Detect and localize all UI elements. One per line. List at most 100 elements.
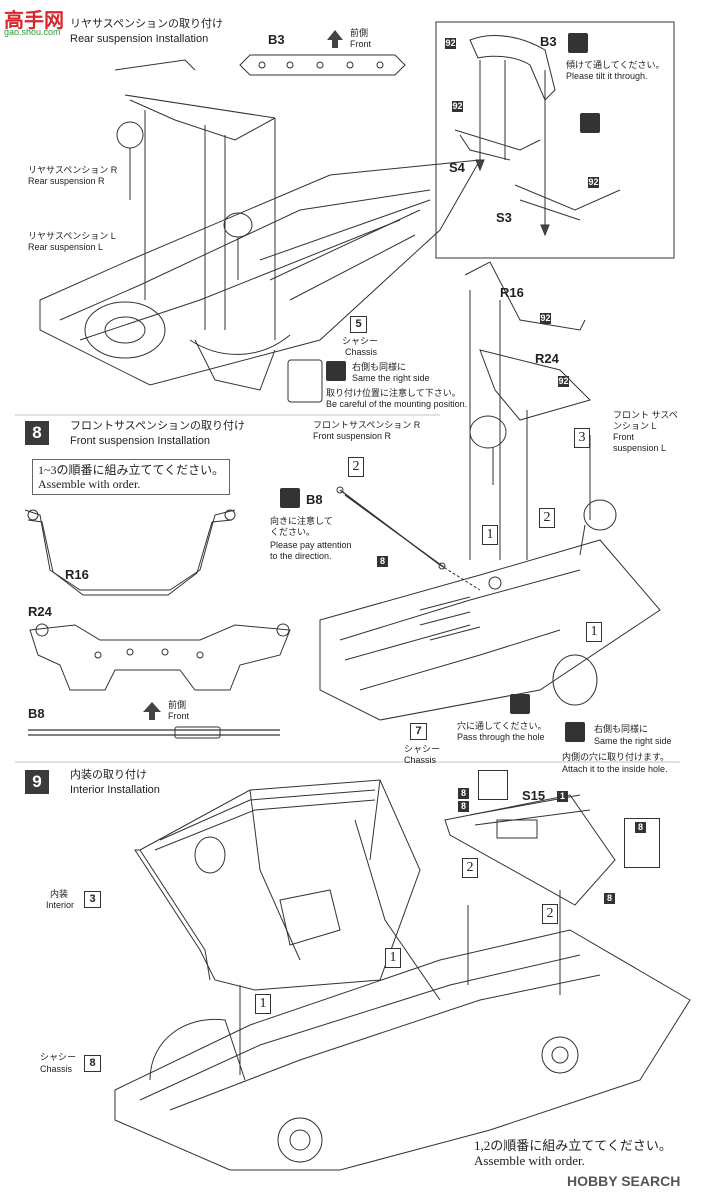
order-2-b-step8: 2 [539, 508, 555, 528]
same-right-en-8: Same the right side [594, 736, 672, 746]
inside-hole-en: Attach it to the inside hole. [562, 764, 668, 774]
front-suspension-l-en1: Front [613, 432, 635, 442]
rear-suspension-l-en: Rear suspension L [28, 242, 104, 252]
interior-drawing [134, 779, 421, 991]
b8-rod-drawing [336, 486, 481, 591]
order-note-step8: 1~3の順番に組み立ててください。 Assemble with order. [32, 459, 231, 495]
caution-icon-inset-2 [580, 113, 600, 133]
interior-part-box: 3 [84, 891, 101, 908]
chassis-part-box-9: 8 [84, 1055, 101, 1072]
chassis-label-jp-8: シャシー [404, 744, 441, 754]
order-1-a-step8: 1 [482, 525, 498, 545]
tilt-en: Please tilt it through. [566, 71, 648, 81]
order-3-step8: 3 [574, 428, 590, 448]
watermark-url: gao.shou.com [4, 27, 61, 37]
chassis-label-jp-9: シャシー [40, 1052, 77, 1062]
order-2-a-step8: 2 [348, 457, 364, 477]
order-2-a-step9: 2 [462, 858, 478, 878]
s15-label: S15 [522, 788, 546, 803]
order-note-en: Assemble with order. [38, 477, 141, 491]
r16-left-drawing [24, 509, 236, 596]
inset-part92-a: 92 [445, 38, 456, 49]
direction-jp-1: 向きに注意して [270, 516, 333, 526]
same-right-jp-7: 右側も同様に [352, 362, 407, 372]
hobby-search-watermark: HOBBY SEARCH [567, 1173, 681, 1189]
front-label-en-mid: Front [168, 711, 190, 721]
caution-icon-7 [326, 361, 346, 381]
chassis-label-en-8: Chassis [404, 755, 437, 765]
front-label-jp-top: 前側 [350, 28, 369, 38]
rear-suspension-l-jp: リヤサスペンション L [28, 231, 116, 241]
careful-jp-7: 取り付け位置に注意して下さい。 [326, 388, 461, 398]
order-note-step9-jp: 1,2の順番に組み立ててください。 [474, 1138, 672, 1153]
part92-b-step8: 92 [558, 376, 569, 387]
b8-left-drawing [28, 726, 280, 739]
part1-step9: 1 [557, 791, 568, 802]
order-1-b-step8: 1 [586, 622, 602, 642]
front-arrow-mid [143, 702, 161, 720]
inset-part92-c: 92 [588, 177, 599, 188]
chassis-label-en-9: Chassis [40, 1064, 73, 1074]
front-suspension-l-en2: suspension L [613, 443, 667, 453]
front-suspension-frame [464, 261, 617, 560]
chassis-label-en-7: Chassis [345, 347, 378, 357]
r24-label: R24 [535, 351, 559, 366]
front-suspension-l-jp: フロント サスペンション L [613, 410, 678, 431]
rear-suspension-r-jp: リヤサスペンション R [28, 165, 118, 175]
inside-hole-jp: 内側の穴に取り付けます。 [562, 752, 670, 762]
careful-en-7: Be careful of the mounting position. [326, 399, 468, 409]
order-note-step9-en: Assemble with order. [474, 1153, 585, 1168]
hole-jp: 穴に通してください。 [457, 721, 547, 731]
rear-suspension-frame [114, 59, 276, 340]
step8-title-en: Front suspension Installation [70, 435, 211, 447]
order-note-step9: 1,2の順番に組み立ててください。 Assemble with order. [474, 1138, 672, 1168]
r24-left-drawing [29, 623, 291, 691]
rear-chassis-drawing [39, 121, 481, 403]
step9-number: 9 [25, 770, 49, 794]
chassis-part-box-7: 5 [350, 316, 367, 333]
part8-c-step9: 8 [635, 822, 646, 833]
r16-label: R16 [500, 285, 524, 300]
inset-part92-b: 92 [452, 101, 463, 112]
front-suspension-r-jp: フロントサスペンション R [313, 420, 421, 430]
order-1-b-step9: 1 [255, 994, 271, 1014]
hole-en: Pass through the hole [457, 732, 545, 742]
b3-part-drawing [239, 54, 406, 76]
step7-title-en: Rear suspension Installation [70, 33, 209, 45]
part92-a-step8: 92 [540, 313, 551, 324]
direction-jp-2: ください。 [270, 527, 316, 537]
order-1-a-step9: 1 [385, 948, 401, 968]
inset-s3-label: S3 [496, 210, 512, 225]
interior-label-jp: 内装 [50, 889, 69, 899]
front-arrow-top [327, 30, 343, 48]
part8-step8: 8 [377, 556, 388, 567]
step9-title-jp: 内装の取り付け [70, 769, 147, 781]
part8-a-step9: 8 [458, 788, 469, 799]
front-label-en-top: Front [350, 39, 372, 49]
step8-title-jp: フロントサスペンションの取り付け [70, 420, 246, 432]
chassis-label-jp-7: シャシー [342, 336, 379, 346]
clip-part-box-b [624, 818, 660, 868]
inset-drawing [454, 34, 621, 237]
rear-suspension-r-en: Rear suspension R [28, 176, 105, 186]
direction-en-1: Please pay attention [270, 540, 352, 550]
part8-d-step9: 8 [604, 893, 615, 904]
inset-b3-label: B3 [540, 34, 557, 49]
interior-label-en: Interior [46, 900, 75, 910]
caution-icon-hole [510, 694, 530, 714]
step7-title-jp: リヤサスペンションの取り付け [70, 18, 224, 30]
order-note-jp: 1~3の順番に組み立ててください。 [38, 463, 225, 477]
inset-frame [435, 21, 675, 259]
chassis-part-box-8: 7 [410, 723, 427, 740]
same-right-jp-8: 右側も同様に [594, 724, 649, 734]
part8-b-step9: 8 [458, 801, 469, 812]
caution-icon-inside [565, 722, 585, 742]
same-right-en-7: Same the right side [352, 373, 430, 383]
tilt-jp: 傾けて通してください。 [566, 60, 665, 70]
rear-tray-drawing [444, 794, 616, 906]
front-chassis-drawing [319, 539, 661, 721]
b8-left-label: B8 [28, 706, 45, 721]
chassis-step9-drawing [114, 819, 691, 1171]
caution-icon-b8 [280, 488, 300, 508]
